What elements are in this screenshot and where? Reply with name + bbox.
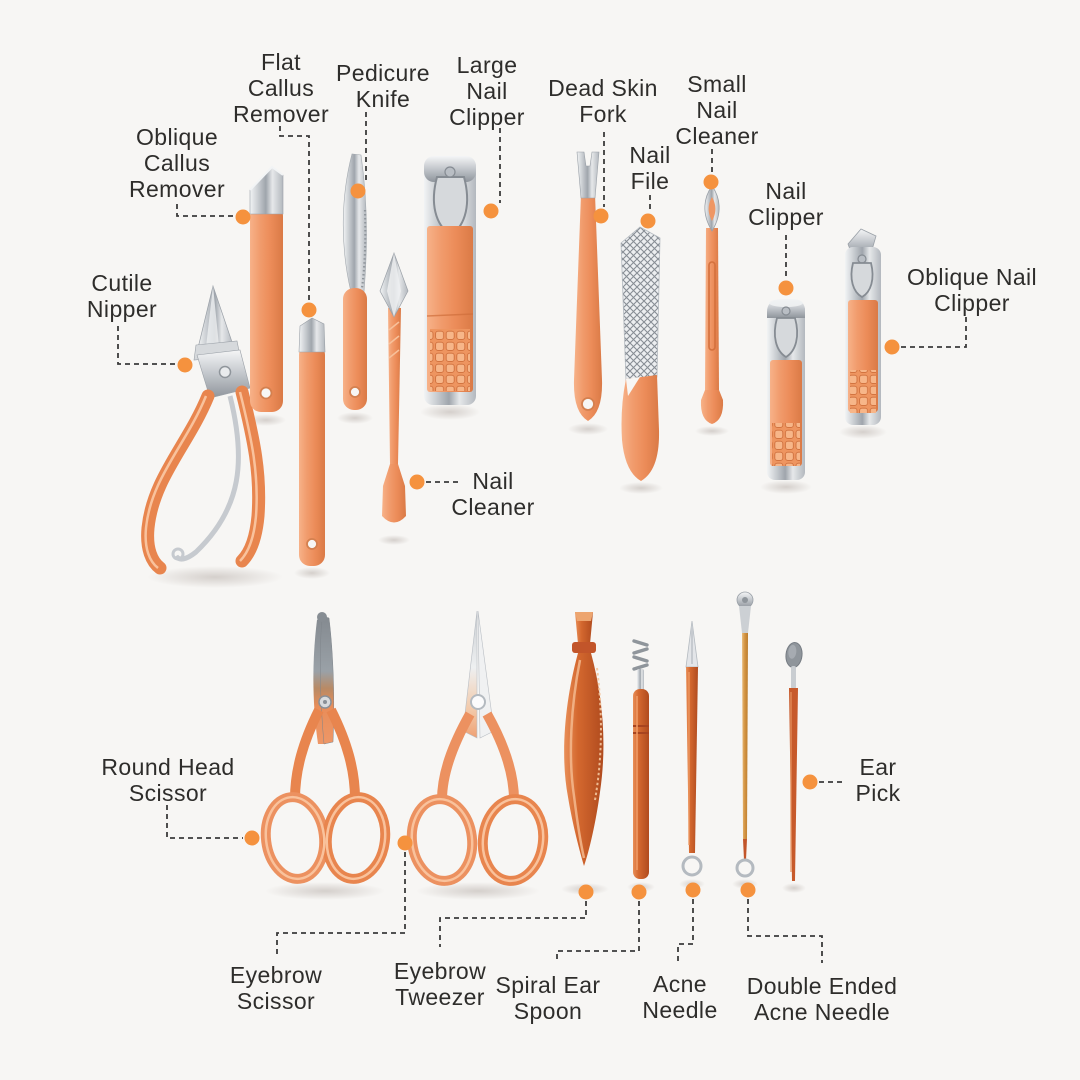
- dot-large-nail-clipper: [483, 203, 499, 219]
- label-oblique-nail-clipper: Oblique Nail Clipper: [906, 264, 1038, 316]
- dot-spiral-ear-spoon: [631, 884, 647, 900]
- dot-nail-file: [640, 213, 656, 229]
- dot-eyebrow-tweezer: [578, 884, 594, 900]
- dot-pedicure-knife: [350, 183, 366, 199]
- leader-oblique-callus-remover: [176, 204, 233, 217]
- dot-cutile-nipper: [177, 357, 193, 373]
- leader-cutile-nipper: [117, 326, 176, 365]
- dot-oblique-nail-clipper: [884, 339, 900, 355]
- dot-small-nail-cleaner: [703, 174, 719, 190]
- dot-eyebrow-scissor: [397, 835, 413, 851]
- leader-lines: [117, 112, 967, 963]
- leader-eyebrow-tweezer: [439, 901, 587, 947]
- tool-nail-clipper: [767, 299, 805, 480]
- label-cutile-nipper: Cutile Nipper: [86, 270, 158, 322]
- tool-large-nail-clipper: [424, 156, 476, 405]
- leader-spiral-ear-spoon: [556, 901, 640, 963]
- label-eyebrow-tweezer: Eyebrow Tweezer: [393, 958, 487, 1010]
- label-round-head-scissor: Round Head Scissor: [101, 754, 235, 806]
- dot-double-ended-acne-needle: [740, 882, 756, 898]
- callout-dots: [177, 174, 900, 900]
- tool-nail-cleaner: [379, 251, 409, 523]
- tool-acne-needle: [681, 620, 703, 877]
- label-nail-clipper: Nail Clipper: [748, 178, 824, 230]
- label-spiral-ear-spoon: Spiral Ear Spoon: [495, 972, 601, 1024]
- dot-oblique-callus-remover: [235, 209, 251, 225]
- label-dead-skin-fork: Dead Skin Fork: [548, 75, 658, 127]
- tool-dead-skin-fork: [573, 151, 603, 421]
- dot-nail-cleaner: [409, 474, 425, 490]
- label-double-ended-acne-needle: Double Ended Acne Needle: [746, 973, 898, 1025]
- label-flat-callus-remover: Flat Callus Remover: [232, 49, 330, 127]
- leader-acne-needle: [677, 899, 694, 963]
- label-acne-needle: Acne Needle: [642, 971, 718, 1023]
- tool-ear-pick: [785, 642, 803, 881]
- leader-oblique-nail-clipper: [901, 317, 967, 348]
- label-eyebrow-scissor: Eyebrow Scissor: [229, 962, 323, 1014]
- leader-eyebrow-scissor: [276, 852, 406, 956]
- tool-eyebrow-tweezer: [564, 612, 604, 866]
- tool-eyebrow-scissor: [406, 610, 549, 886]
- leader-round-head-scissor: [166, 805, 243, 839]
- tool-spiral-ear-spoon: [632, 639, 649, 879]
- label-nail-cleaner: Nail Cleaner: [451, 468, 535, 520]
- dot-flat-callus-remover: [301, 302, 317, 318]
- tool-cutile-nipper: [141, 284, 266, 575]
- tool-shadows: [147, 404, 887, 900]
- dot-ear-pick: [802, 774, 818, 790]
- dot-dead-skin-fork: [593, 208, 609, 224]
- label-ear-pick: Ear Pick: [855, 754, 901, 806]
- tool-nail-file: [620, 226, 661, 481]
- label-pedicure-knife: Pedicure Knife: [336, 60, 430, 112]
- dot-round-head-scissor: [244, 830, 260, 846]
- tool-small-nail-cleaner: [700, 185, 724, 424]
- leader-flat-callus-remover: [279, 126, 310, 301]
- leader-double-ended-acne-needle: [747, 899, 823, 963]
- tool-flat-callus-remover: [298, 317, 326, 566]
- label-small-nail-cleaner: Small Nail Cleaner: [675, 71, 759, 149]
- dot-acne-needle: [685, 882, 701, 898]
- label-nail-file: Nail File: [629, 142, 671, 194]
- dot-nail-clipper: [778, 280, 794, 296]
- label-oblique-callus-remover: Oblique Callus Remover: [128, 124, 226, 202]
- tool-double-ended-acne-needle: [735, 591, 755, 878]
- tool-oblique-callus-remover: [249, 165, 284, 412]
- tool-oblique-nail-clipper: [845, 228, 881, 425]
- tool-round-head-scissor: [260, 612, 391, 884]
- label-large-nail-clipper: Large Nail Clipper: [449, 52, 525, 130]
